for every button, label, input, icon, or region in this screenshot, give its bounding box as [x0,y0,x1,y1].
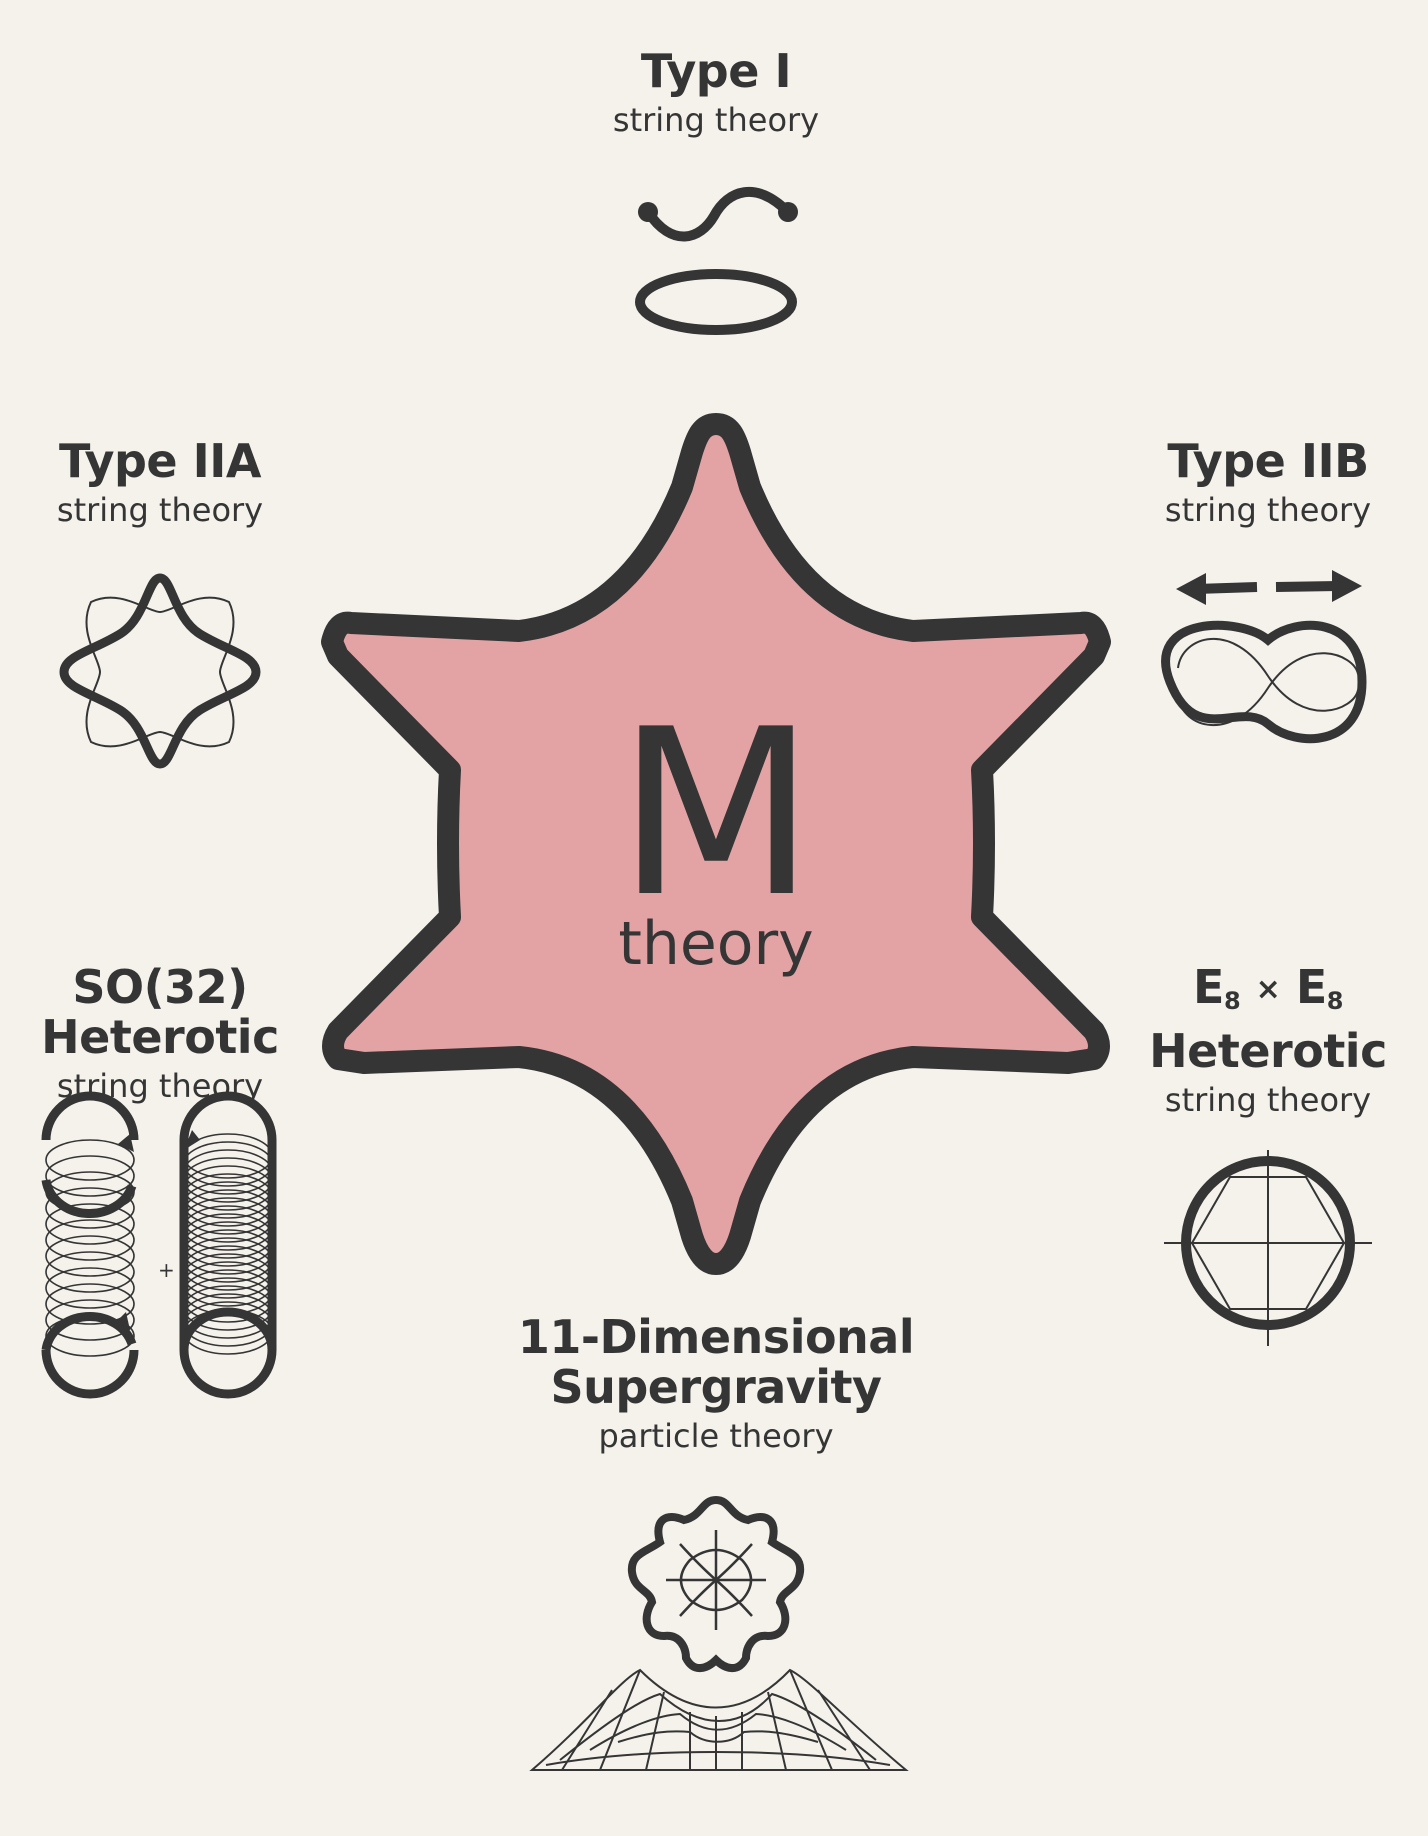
type-2a-subtitle: string theory [56,491,264,529]
membrane-on-spacetime-grid-icon [529,1495,909,1771]
supergravity-title-line2: Supergravity [550,1360,882,1414]
e8-subscript-left: 8 [1223,987,1241,1015]
e8-title-line2: Heterotic [1149,1024,1387,1078]
m-theory-letter: M [616,681,816,948]
type-1-label: Type I string theory [566,46,866,140]
e8-title-line1: E8 × E8 [1128,962,1408,1026]
type-2a-title: Type IIA [59,434,261,488]
so32-title-line1: SO(32) [72,960,248,1014]
e8-heterotic-label: E8 × E8 Heterotic string theory [1128,962,1408,1120]
open-and-closed-string-icon [635,186,798,335]
supergravity-subtitle: particle theory [598,1417,834,1455]
type-1-subtitle: string theory [612,101,820,139]
m-theory-star-shape [321,413,1111,1275]
so32-heterotic-label: SO(32) Heterotic string theory [20,962,300,1106]
type-1-title: Type I [640,44,792,98]
so32-title-line2: Heterotic [41,1010,279,1064]
figure-eight-string-icon [1161,570,1367,744]
e8-subtitle: string theory [1164,1081,1372,1119]
type-2a-label: Type IIA string theory [20,436,300,530]
so32-subtitle: string theory [56,1067,264,1105]
wavy-closed-string-icon [59,573,261,769]
hexagon-in-circle-icon [1164,1150,1372,1346]
e8-times-sign: × [1255,972,1281,1007]
supergravity-label: 11-Dimensional Supergravity particle the… [500,1312,932,1456]
m-theory-word: theory [618,909,814,979]
e8-subscript-right: 8 [1326,987,1344,1015]
type-2b-subtitle: string theory [1164,491,1372,529]
e8-base-right: E [1295,960,1327,1014]
coiled-spring-string-icon: + [41,1091,277,1399]
type-2b-label: Type IIB string theory [1128,436,1408,530]
type-2b-title: Type IIB [1167,434,1369,488]
supergravity-title-line1: 11-Dimensional [517,1310,915,1364]
e8-base-left: E [1193,960,1224,1014]
svg-text:+: + [158,1258,175,1282]
